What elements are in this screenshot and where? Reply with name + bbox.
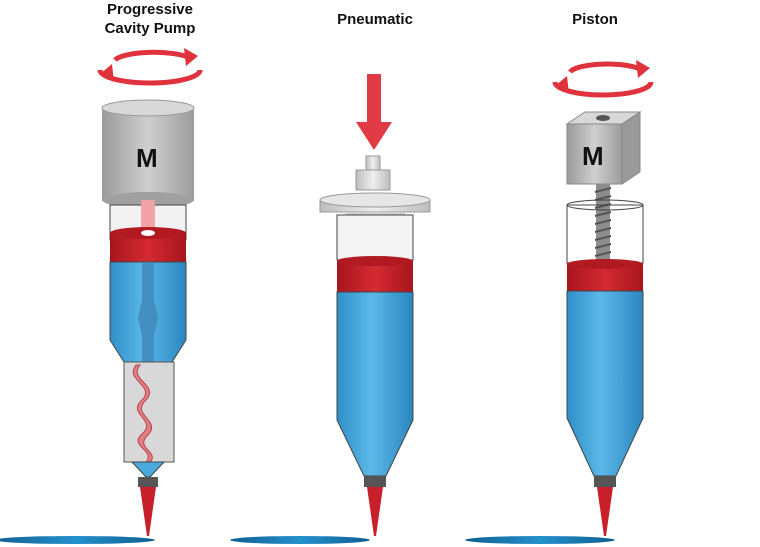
needle-tip-1 — [140, 487, 156, 536]
stator-tube — [123, 361, 175, 463]
rotation-arrows-icon-2 — [552, 60, 654, 98]
needle-hub-1 — [138, 477, 158, 487]
progressive-cavity-pump-title: Progressive Cavity Pump — [80, 0, 220, 38]
piston-title: Piston — [572, 11, 618, 28]
piston-assembly: M — [465, 60, 654, 544]
barrel-empty-section-2 — [336, 214, 414, 261]
pressure-arrow-icon — [356, 74, 392, 150]
fluid-reservoir-2 — [336, 291, 414, 477]
needle-hub-3 — [594, 476, 616, 487]
substrate-2 — [230, 536, 370, 544]
title-line-1: Progressive — [107, 1, 193, 18]
needle-hub-2 — [364, 476, 386, 487]
rotation-arrows-icon — [97, 48, 203, 86]
title-line-2: Cavity Pump — [104, 20, 196, 37]
motor-label-2: M — [582, 141, 604, 171]
motor-label-1: M — [136, 143, 158, 173]
fluid-reservoir-3 — [566, 290, 644, 477]
drive-shaft — [141, 200, 155, 235]
needle-tip-3 — [597, 487, 613, 536]
substrate-1 — [0, 536, 155, 544]
pneumatic-cap — [319, 155, 431, 220]
motor-2: M — [565, 111, 642, 185]
pneumatic-title: Pneumatic — [337, 11, 413, 28]
pneumatic-assembly — [230, 74, 431, 544]
substrate-3 — [465, 536, 615, 544]
lead-screw — [596, 184, 610, 264]
motor-1: M — [101, 99, 195, 208]
progressive-cavity-pump-assembly: M — [0, 48, 203, 544]
needle-tip-2 — [367, 487, 383, 536]
